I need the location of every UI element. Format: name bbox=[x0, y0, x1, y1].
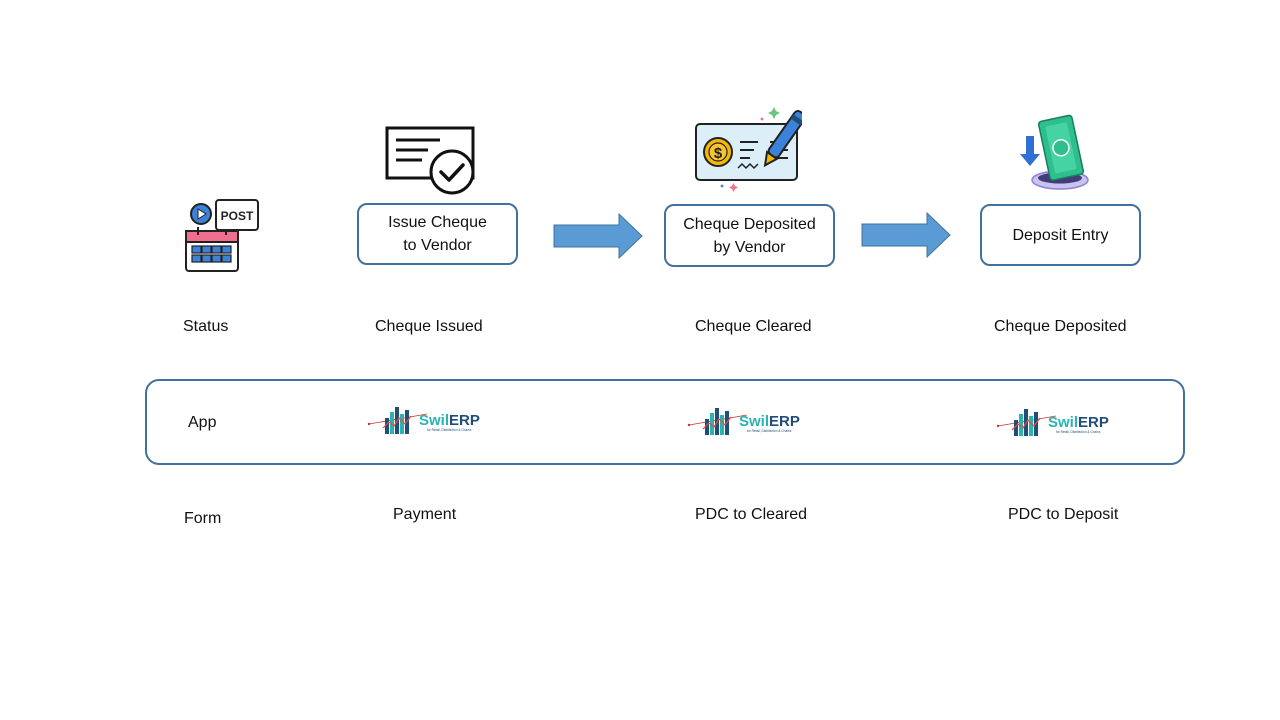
logo-tagline: for Retail, Distribution & Chains bbox=[427, 428, 472, 432]
swilerp-logo: SwilERP for Retail, Distribution & Chain… bbox=[996, 406, 1116, 442]
form-pdc-to-cleared: PDC to Cleared bbox=[695, 506, 808, 523]
logo-brand-a: Swil bbox=[739, 413, 769, 430]
status-cheque-cleared: Cheque Cleared bbox=[695, 318, 812, 335]
issue-cheque-line1: Issue Cheque bbox=[388, 214, 487, 231]
deposit-entry-line1: Deposit Entry bbox=[1012, 226, 1109, 244]
status-cheque-issued: Cheque Issued bbox=[375, 318, 483, 335]
logo-brand-a: Swil bbox=[419, 412, 449, 429]
dollar-symbol: $ bbox=[714, 145, 723, 162]
form-pdc-to-deposit: PDC to Deposit bbox=[1008, 506, 1119, 523]
svg-text:SwilERP: SwilERP bbox=[739, 413, 800, 430]
post-calendar-icon: POST bbox=[183, 198, 261, 276]
issue-cheque-box: Issue Cheque to Vendor bbox=[357, 203, 518, 265]
cheque-deposited-box: Cheque Deposited by Vendor bbox=[664, 204, 835, 267]
right-arrow-icon bbox=[553, 212, 644, 260]
logo-brand-b: ERP bbox=[1078, 414, 1109, 431]
right-arrow-icon bbox=[861, 211, 952, 259]
cheque-deposited-line2: by Vendor bbox=[713, 238, 786, 256]
deposit-entry-box: Deposit Entry bbox=[980, 204, 1141, 266]
app-row-container bbox=[145, 379, 1185, 465]
app-row-label: App bbox=[188, 414, 217, 431]
cheque-sign-pen-icon: $ bbox=[692, 104, 807, 192]
logo-tagline: for Retail, Distribution & Chains bbox=[1056, 430, 1101, 434]
cheque-check-icon bbox=[384, 124, 478, 196]
form-row-label: Form bbox=[184, 510, 222, 527]
logo-brand-b: ERP bbox=[769, 413, 800, 430]
cheque-deposited-line1: Cheque Deposited bbox=[683, 215, 816, 233]
svg-text:SwilERP: SwilERP bbox=[1048, 414, 1109, 431]
money-deposit-icon bbox=[1016, 110, 1092, 196]
status-cheque-deposited: Cheque Deposited bbox=[994, 318, 1127, 335]
svg-text:SwilERP: SwilERP bbox=[419, 412, 480, 429]
issue-cheque-line2: to Vendor bbox=[403, 237, 472, 254]
form-payment: Payment bbox=[393, 506, 457, 523]
logo-brand-a: Swil bbox=[1048, 414, 1078, 431]
logo-tagline: for Retail, Distribution & Chains bbox=[747, 429, 792, 433]
swilerp-logo: SwilERP for Retail, Distribution & Chain… bbox=[687, 405, 807, 441]
post-badge-text: POST bbox=[221, 209, 254, 223]
swilerp-logo: SwilERP for Retail, Distribution & Chain… bbox=[367, 404, 487, 440]
logo-brand-b: ERP bbox=[449, 412, 480, 429]
status-row-label: Status bbox=[183, 318, 229, 335]
